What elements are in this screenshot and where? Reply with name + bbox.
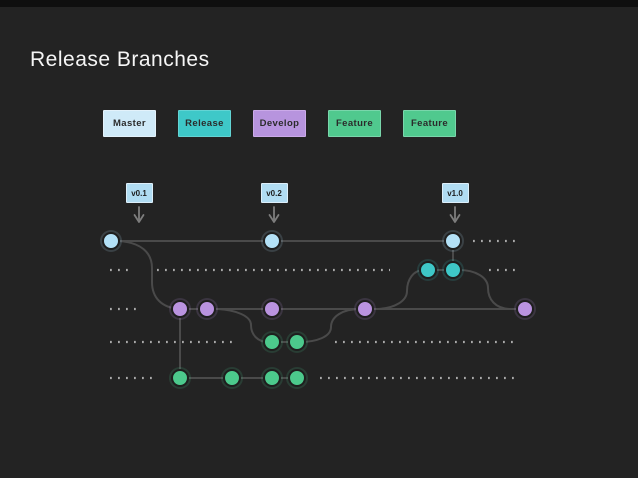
arrow-down-icon [133,206,145,223]
commit-dot-master [102,232,120,250]
page-title: Release Branches [30,48,210,71]
arrow-down-icon [268,206,280,223]
merge-release-to-develop [458,269,512,310]
commit-dot-develop [198,300,216,318]
commit-dot-develop [516,300,534,318]
merge-feature-to-develop [299,308,361,343]
arrow-down-icon [449,206,461,223]
legend-item-feature-2: Feature [403,110,456,137]
legend-item-develop: Develop [253,110,306,137]
commit-dot-feature [263,333,281,351]
legend-item-release: Release [178,110,231,137]
branch-master-to-develop [117,240,181,310]
commit-dot-release [444,261,462,279]
commit-dot-feature [263,369,281,387]
version-tag-v0-2: v0.2 [260,183,288,203]
legend-item-master: Master [103,110,156,137]
commit-dot-release [419,261,437,279]
version-tag-v1-0: v1.0 [441,183,469,203]
commit-dot-feature [171,369,189,387]
commit-dot-develop [263,300,281,318]
branch-legend: Master Release Develop Feature Feature [103,110,456,137]
version-tag-v0-1: v0.1 [125,183,153,203]
commit-dot-feature [288,369,306,387]
top-bar [0,0,638,7]
legend-item-feature-1: Feature [328,110,381,137]
commit-dot-master [444,232,462,250]
commit-dot-feature [288,333,306,351]
commit-dot-master [263,232,281,250]
branch-develop-to-feature [217,308,269,343]
branch-develop-to-release [377,269,425,310]
commit-dot-develop [356,300,374,318]
commit-dot-feature [223,369,241,387]
commit-dot-develop [171,300,189,318]
